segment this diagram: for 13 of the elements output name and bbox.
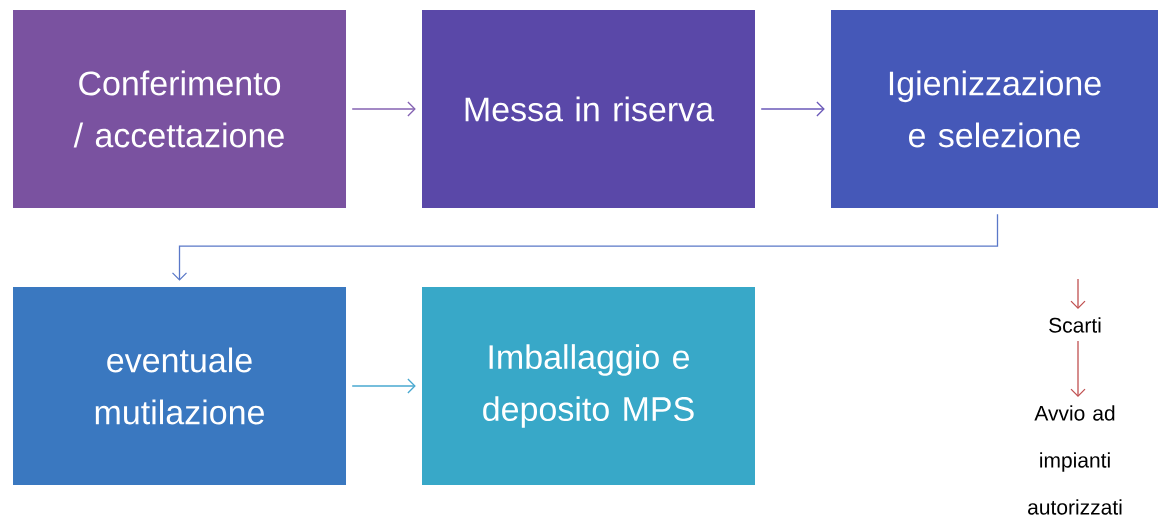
arrow [1070,340,1086,398]
process-box: eventuale mutilazione [13,287,346,485]
arrow [760,101,825,117]
arrow [351,101,416,117]
process-box: Igienizzazione e selezione [831,10,1158,208]
note-text: Avvio ad impianti autorizzati [1028,405,1122,515]
process-box: Imballaggio e deposito MPS [422,287,755,485]
process-box: Messa in riserva [422,10,755,208]
arrow [351,378,416,394]
arrow [1070,278,1086,310]
arrow [171,213,999,281]
process-box: Conferimento / accettazione [13,10,346,208]
note-text: Scarti [1049,317,1101,333]
